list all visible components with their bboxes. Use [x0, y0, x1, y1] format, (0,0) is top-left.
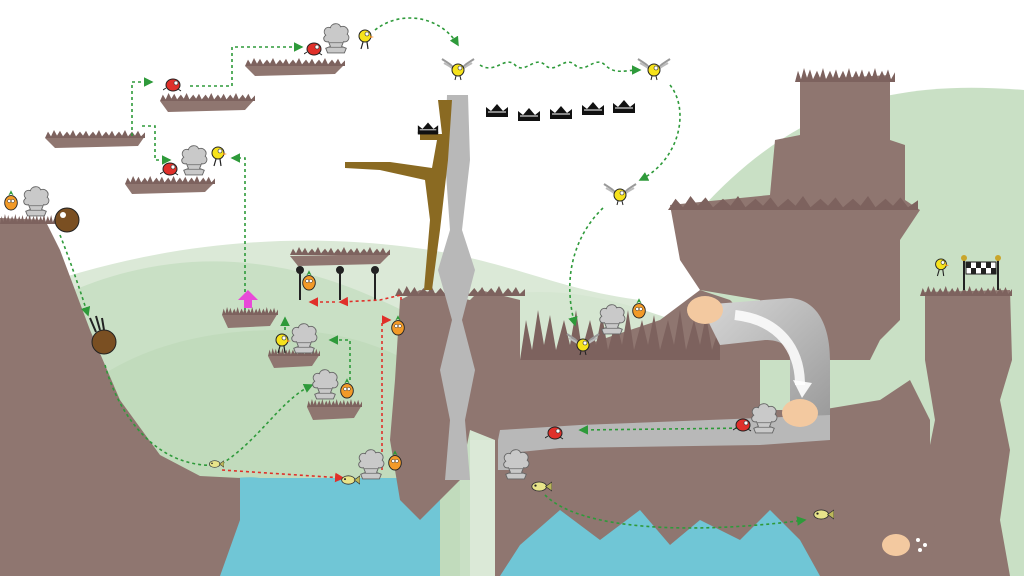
- rolling-boulders: [54, 207, 117, 355]
- spike-crown-icon: [417, 121, 439, 135]
- sand-boulders: [687, 296, 927, 556]
- winged-yellow-bird-icon: [637, 58, 671, 81]
- mushroom-cloud-icon: [503, 449, 530, 480]
- yellow-bird-icon: [211, 146, 228, 167]
- mushroom-cloud-icon: [599, 304, 626, 335]
- player-path-green: [59, 17, 807, 529]
- mushroom-cloud-icon: [751, 403, 778, 434]
- left-cliff: [0, 214, 240, 576]
- red-bird-icon: [163, 78, 182, 92]
- pineapple-runner-icon: [4, 190, 18, 211]
- red-bird-icon: [160, 162, 179, 176]
- yellow-bird-icon: [358, 29, 375, 50]
- mushroom-cloud-icon: [291, 323, 318, 354]
- spike-crown-icon: [549, 105, 573, 120]
- right-towers: [668, 68, 1012, 576]
- spike-crown-icon: [485, 103, 509, 118]
- mushroom-cloud-icon: [181, 145, 208, 176]
- mushroom-cloud-icon: [323, 23, 350, 54]
- rolling-boulder-icon: [54, 207, 80, 233]
- red-bird-icon: [304, 42, 323, 56]
- hanging-bars: [296, 266, 379, 300]
- winged-yellow-bird-icon: [603, 183, 637, 206]
- checkered-finish-flag-icon: [961, 255, 1001, 290]
- spike-crown-icon: [612, 99, 636, 114]
- floating-platforms: [45, 58, 390, 420]
- mushroom-cloud-icon: [23, 186, 50, 217]
- rolling-boulder-icon: [89, 315, 117, 355]
- enemy-path-red: [221, 293, 402, 483]
- waterfall: [438, 95, 475, 480]
- spike-crown-icon: [581, 101, 605, 116]
- mushroom-cloud-icon: [312, 369, 339, 400]
- dead-tree: [345, 100, 452, 290]
- spike-crown-icon: [517, 107, 541, 122]
- bounce-pad-icon: [238, 290, 258, 308]
- mushroom-cloud-icon: [358, 449, 385, 480]
- winged-yellow-bird-icon: [441, 58, 475, 81]
